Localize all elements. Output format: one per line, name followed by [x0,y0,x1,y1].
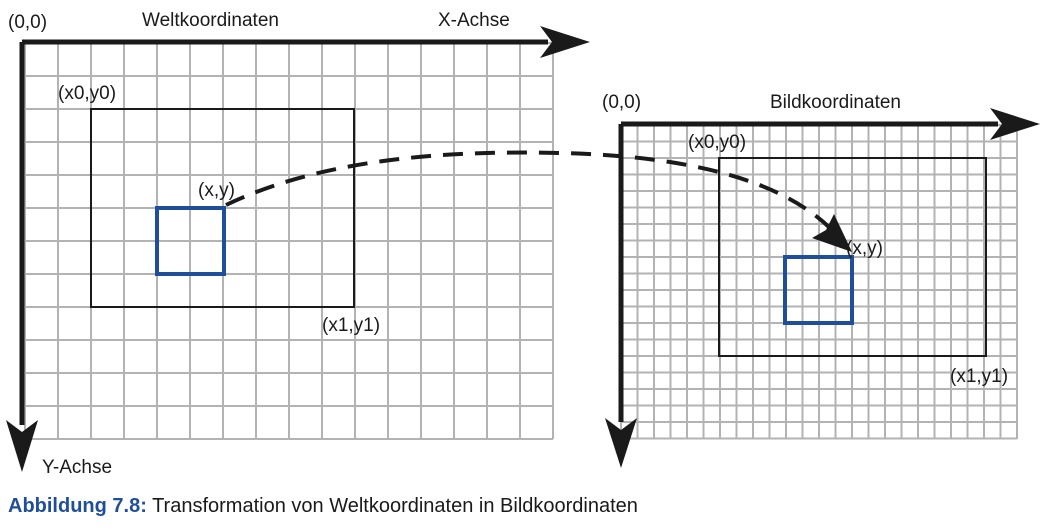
image-origin-label: (0,0) [602,92,641,113]
world-x-axis-label: X-Achse [438,10,510,31]
world-point-square [155,206,226,276]
caption-number: Abbildung 7.8: [8,495,147,517]
world-y-axis-arrowhead [6,420,38,472]
image-window-rect [718,157,987,357]
image-title: Bildkoordinaten [770,92,901,113]
image-corner-top-left-label: (x0,y0) [688,132,746,153]
caption-text: Transformation von Weltkoordinaten in Bi… [146,495,638,517]
world-window-rect [90,108,355,308]
image-point-label: (x,y) [846,238,883,259]
transformation-arrow [225,150,832,230]
world-corner-top-left-label: (x0,y0) [58,83,116,104]
image-point-square [783,255,854,325]
world-corner-bottom-right-label: (x1,y1) [322,315,380,336]
world-x-axis-arrowhead [540,26,590,58]
image-corner-bottom-right-label: (x1,y1) [950,366,1008,387]
image-x-axis-arrowhead [990,108,1040,140]
world-origin-label: (0,0) [8,12,47,33]
figure-caption: Abbildung 7.8: Transformation von Weltko… [8,495,638,518]
image-y-axis-arrowhead [605,418,637,468]
world-y-axis-label: Y-Achse [42,457,112,478]
world-point-label: (x,y) [198,180,235,201]
world-title: Weltkoordinaten [142,10,279,31]
transformation-arrowhead [812,214,852,252]
image-grid [620,124,1018,440]
